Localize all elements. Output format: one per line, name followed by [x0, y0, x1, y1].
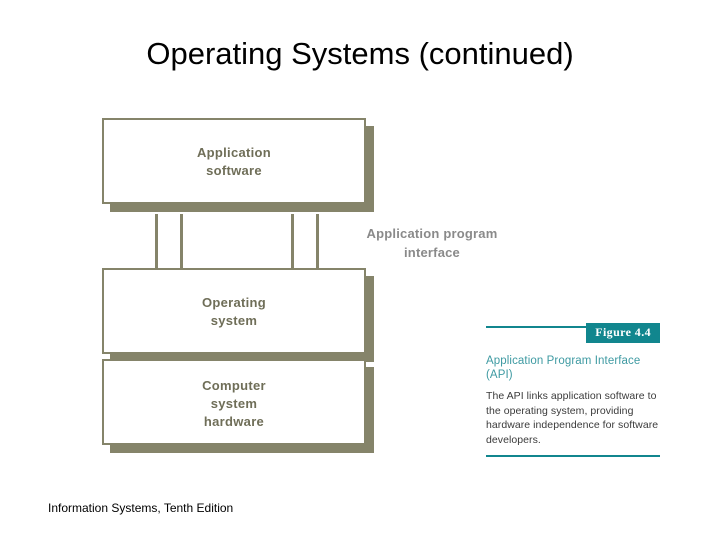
api-connector-line-1 — [155, 214, 158, 268]
computer-hardware-label-line3: hardware — [203, 414, 265, 429]
operating-system-label-line2: system — [210, 313, 258, 328]
operating-system-label: Operating system — [104, 294, 364, 330]
caption-title-line1: Application Program Interface — [486, 355, 641, 367]
computer-hardware-label: Computer system hardware — [104, 377, 364, 431]
application-software-label-line1: Application — [196, 145, 272, 160]
api-connector-line-4 — [316, 214, 319, 268]
computer-hardware-box: Computer system hardware — [102, 359, 366, 445]
api-label: Application program interface — [352, 224, 512, 262]
application-software-label-line2: software — [206, 163, 262, 178]
caption-top-rule — [486, 326, 594, 328]
caption-header-row: Figure 4.4 — [486, 323, 660, 345]
application-software-label: Application software — [104, 144, 364, 180]
computer-hardware-label-line2: system — [210, 396, 258, 411]
api-label-line1: Application program — [366, 226, 498, 241]
api-connector-line-3 — [291, 214, 294, 268]
operating-system-box: Operating system — [102, 268, 366, 354]
caption-title-line2: (API) — [486, 369, 513, 381]
caption-body: The API links application software to th… — [486, 390, 659, 446]
slide-footer: Information Systems, Tenth Edition — [48, 501, 234, 515]
caption-title: Application Program Interface (API) — [486, 354, 660, 382]
operating-system-label-line1: Operating — [201, 295, 267, 310]
figure-number-badge: Figure 4.4 — [586, 323, 660, 343]
application-software-box: Application software — [102, 118, 366, 204]
caption-bottom-rule — [486, 455, 660, 457]
api-label-line2: interface — [404, 245, 460, 260]
computer-hardware-label-line1: Computer — [202, 378, 266, 393]
page-title: Operating Systems (continued) — [146, 36, 574, 71]
api-connector-line-2 — [180, 214, 183, 268]
figure-caption: Figure 4.4 Application Program Interface… — [486, 323, 660, 457]
